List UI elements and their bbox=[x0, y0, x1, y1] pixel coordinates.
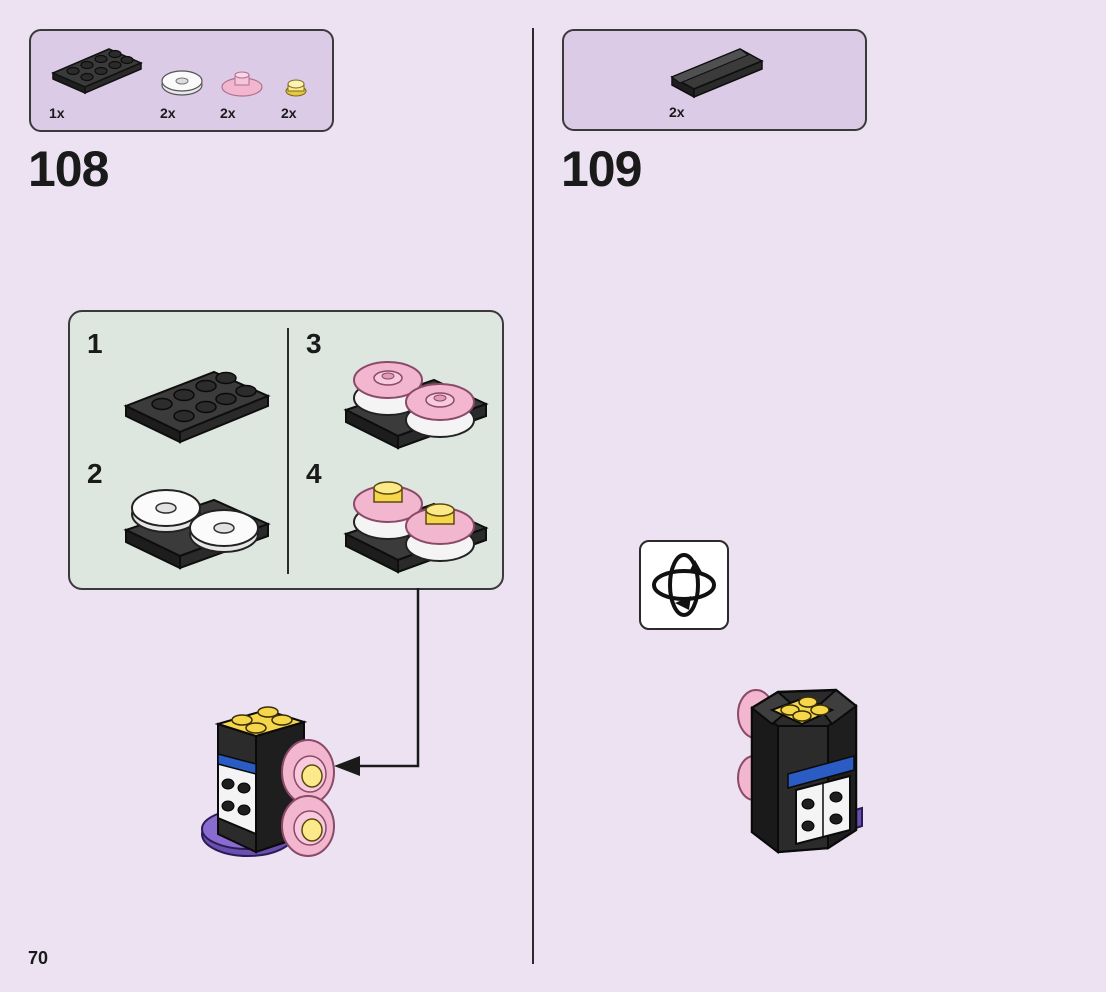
parts-list-step-109: 2x bbox=[562, 29, 867, 131]
pink-transparent-dish-icon bbox=[221, 71, 263, 97]
black-plate-2x4-icon bbox=[51, 48, 143, 95]
white-round-tile-icon bbox=[161, 70, 203, 96]
step-number-109: 109 bbox=[561, 141, 642, 197]
yellow-round-stud-icon bbox=[285, 79, 307, 97]
black-slope-icon bbox=[670, 48, 764, 99]
subassembly-box: 1 2 3 4 bbox=[68, 310, 504, 590]
rotate-model-box bbox=[639, 540, 729, 630]
part-qty-3: 2x bbox=[220, 105, 236, 121]
subassembly-divider bbox=[287, 328, 289, 574]
subassembly-attach-arrow bbox=[334, 588, 420, 776]
parts-list-step-108: 1x 2x 2x 2x bbox=[29, 29, 334, 132]
substep-2-white-tiles-illustration bbox=[123, 489, 271, 570]
substep-1-black-plate-illustration bbox=[123, 370, 271, 444]
substep-4-yellow-studs-illustration bbox=[343, 481, 489, 574]
part-qty-1: 1x bbox=[49, 105, 65, 121]
step-number-108: 108 bbox=[28, 141, 109, 197]
substep-3-pink-dishes-illustration bbox=[343, 361, 489, 450]
page-number: 70 bbox=[28, 948, 49, 968]
page-divider bbox=[532, 28, 534, 964]
rotate-model-icon bbox=[652, 553, 716, 617]
substep-number-2: 2 bbox=[87, 458, 103, 489]
step-109-model-illustration bbox=[737, 688, 863, 855]
part-qty-2: 2x bbox=[160, 105, 176, 121]
substep-number-3: 3 bbox=[306, 328, 322, 359]
part-qty-slope: 2x bbox=[669, 104, 685, 120]
part-qty-4: 2x bbox=[281, 105, 297, 121]
step-108-model-illustration bbox=[201, 706, 335, 857]
substep-number-1: 1 bbox=[87, 328, 103, 359]
substep-number-4: 4 bbox=[306, 458, 322, 489]
